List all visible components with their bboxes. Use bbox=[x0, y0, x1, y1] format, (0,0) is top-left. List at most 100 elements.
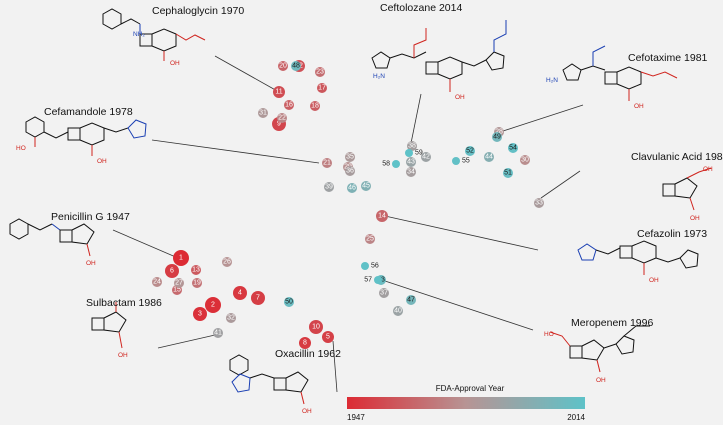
node-circle[interactable] bbox=[393, 306, 403, 316]
network-node[interactable]: 43 bbox=[406, 157, 416, 167]
node-circle[interactable] bbox=[191, 265, 201, 275]
network-node[interactable]: 18 bbox=[310, 101, 320, 111]
node-circle[interactable] bbox=[503, 168, 513, 178]
node-circle[interactable] bbox=[192, 278, 202, 288]
node-circle[interactable] bbox=[374, 276, 382, 284]
node-circle[interactable] bbox=[193, 307, 207, 321]
network-node[interactable]: 41 bbox=[213, 328, 223, 338]
node-circle[interactable] bbox=[251, 291, 265, 305]
node-circle[interactable] bbox=[322, 331, 334, 343]
network-node[interactable]: 40 bbox=[393, 306, 403, 316]
node-circle[interactable] bbox=[452, 157, 460, 165]
node-circle[interactable] bbox=[310, 101, 320, 111]
network-node[interactable]: 51 bbox=[503, 168, 513, 178]
node-circle[interactable] bbox=[406, 157, 416, 167]
network-node[interactable]: 56 bbox=[361, 262, 379, 270]
network-node[interactable]: 13 bbox=[191, 265, 201, 275]
node-circle[interactable] bbox=[347, 183, 357, 193]
node-circle[interactable] bbox=[376, 210, 388, 222]
node-circle[interactable] bbox=[405, 149, 413, 157]
network-node[interactable]: 22 bbox=[277, 113, 287, 123]
node-circle[interactable] bbox=[361, 181, 371, 191]
network-node[interactable]: 58 bbox=[382, 160, 400, 168]
network-node[interactable]: 35 bbox=[345, 152, 355, 162]
network-node[interactable]: 7 bbox=[251, 291, 265, 305]
network-node[interactable]: 16 bbox=[284, 100, 294, 110]
node-circle[interactable] bbox=[173, 250, 189, 266]
node-circle[interactable] bbox=[534, 198, 544, 208]
network-node[interactable]: 33 bbox=[534, 198, 544, 208]
network-node[interactable]: 26 bbox=[222, 257, 232, 267]
network-node[interactable]: 6 bbox=[165, 264, 179, 278]
node-circle[interactable] bbox=[299, 337, 311, 349]
network-node[interactable]: 30 bbox=[520, 155, 530, 165]
network-node[interactable]: 37 bbox=[379, 288, 389, 298]
node-circle[interactable] bbox=[484, 152, 494, 162]
node-circle[interactable] bbox=[258, 108, 268, 118]
network-node[interactable]: 45 bbox=[361, 181, 371, 191]
node-circle[interactable] bbox=[174, 278, 184, 288]
node-circle[interactable] bbox=[465, 146, 475, 156]
node-circle[interactable] bbox=[421, 152, 431, 162]
network-node[interactable]: 55 bbox=[452, 157, 470, 165]
node-circle[interactable] bbox=[407, 141, 417, 151]
network-node[interactable]: 25 bbox=[365, 234, 375, 244]
node-circle[interactable] bbox=[233, 286, 247, 300]
network-node[interactable]: 19 bbox=[192, 278, 202, 288]
network-node[interactable]: 27 bbox=[174, 278, 184, 288]
network-node[interactable]: 23 bbox=[315, 67, 325, 77]
network-node[interactable]: 1 bbox=[173, 250, 189, 266]
network-node[interactable]: 38 bbox=[407, 141, 417, 151]
network-node[interactable]: 57 bbox=[364, 276, 382, 284]
node-circle[interactable] bbox=[277, 113, 287, 123]
network-node[interactable]: 20 bbox=[278, 61, 288, 71]
node-circle[interactable] bbox=[284, 297, 294, 307]
node-circle[interactable] bbox=[322, 158, 332, 168]
node-circle[interactable] bbox=[324, 182, 334, 192]
network-node[interactable]: 36 bbox=[345, 166, 355, 176]
node-circle[interactable] bbox=[309, 320, 323, 334]
network-node[interactable]: 50 bbox=[284, 297, 294, 307]
node-circle[interactable] bbox=[392, 160, 400, 168]
network-node[interactable]: 39 bbox=[324, 182, 334, 192]
node-circle[interactable] bbox=[291, 61, 301, 71]
network-node[interactable]: 8 bbox=[299, 337, 311, 349]
network-node[interactable]: 46 bbox=[347, 183, 357, 193]
network-node[interactable]: 49 bbox=[492, 132, 502, 142]
network-node[interactable]: 4 bbox=[233, 286, 247, 300]
node-circle[interactable] bbox=[317, 83, 327, 93]
network-node[interactable]: 34 bbox=[406, 167, 416, 177]
network-node[interactable]: 10 bbox=[309, 320, 323, 334]
network-node[interactable]: 17 bbox=[317, 83, 327, 93]
network-node[interactable]: 32 bbox=[226, 313, 236, 323]
network-node[interactable]: 3 bbox=[193, 307, 207, 321]
node-circle[interactable] bbox=[508, 143, 518, 153]
node-circle[interactable] bbox=[278, 61, 288, 71]
node-circle[interactable] bbox=[406, 295, 416, 305]
node-circle[interactable] bbox=[152, 277, 162, 287]
network-node[interactable]: 2 bbox=[205, 297, 221, 313]
network-node[interactable]: 5 bbox=[322, 331, 334, 343]
node-circle[interactable] bbox=[345, 152, 355, 162]
network-node[interactable]: 11 bbox=[273, 86, 285, 98]
node-circle[interactable] bbox=[361, 262, 369, 270]
network-node[interactable]: 42 bbox=[421, 152, 431, 162]
network-node[interactable]: 54 bbox=[508, 143, 518, 153]
node-circle[interactable] bbox=[273, 86, 285, 98]
node-circle[interactable] bbox=[520, 155, 530, 165]
node-circle[interactable] bbox=[222, 257, 232, 267]
network-node[interactable]: 31 bbox=[258, 108, 268, 118]
network-node[interactable]: 14 bbox=[376, 210, 388, 222]
node-circle[interactable] bbox=[165, 264, 179, 278]
node-circle[interactable] bbox=[406, 167, 416, 177]
node-circle[interactable] bbox=[315, 67, 325, 77]
node-circle[interactable] bbox=[492, 132, 502, 142]
node-circle[interactable] bbox=[284, 100, 294, 110]
node-circle[interactable] bbox=[345, 166, 355, 176]
network-node[interactable]: 21 bbox=[322, 158, 332, 168]
node-circle[interactable] bbox=[213, 328, 223, 338]
node-circle[interactable] bbox=[226, 313, 236, 323]
node-circle[interactable] bbox=[365, 234, 375, 244]
node-circle[interactable] bbox=[379, 288, 389, 298]
node-circle[interactable] bbox=[205, 297, 221, 313]
